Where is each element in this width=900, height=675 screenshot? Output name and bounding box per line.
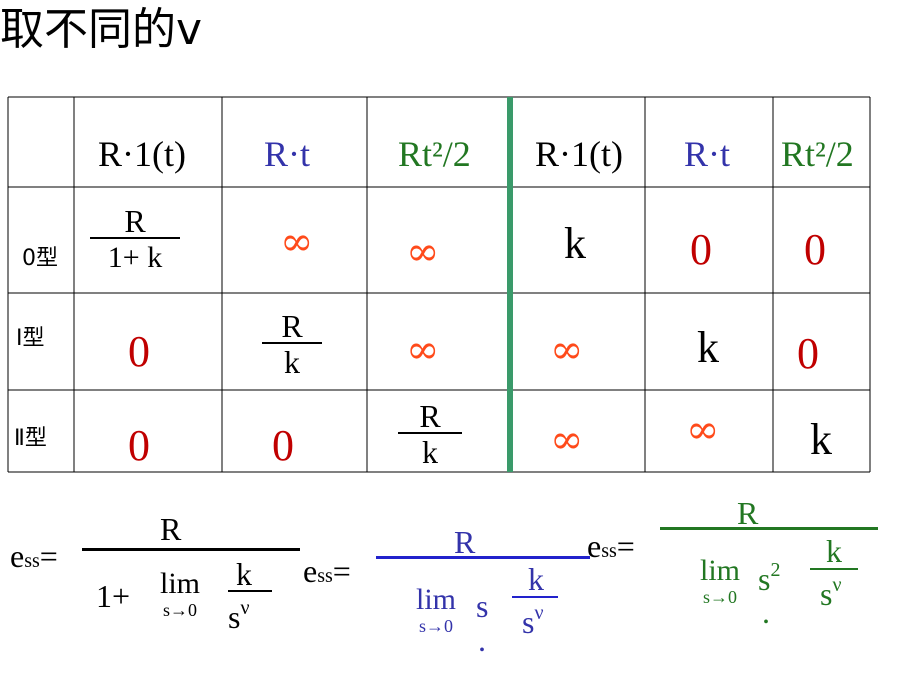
cell-value: 0	[797, 329, 819, 378]
fraction-r-over-k: R k	[262, 310, 322, 378]
cell-value: 0	[128, 327, 150, 376]
cell-value: 0	[690, 225, 712, 274]
cell-infinity: ∞	[686, 407, 720, 453]
cell-infinity: ∞	[550, 417, 584, 463]
cell-infinity: ∞	[406, 327, 440, 373]
cell-infinity: ∞	[280, 219, 314, 265]
header-parabola-left: Rt²/2	[398, 134, 471, 174]
limit: lim s→0	[160, 567, 201, 620]
numerator: R	[454, 524, 476, 560]
row-label-type2: Ⅱ型	[14, 426, 47, 451]
cell-infinity: ∞	[550, 327, 584, 373]
fraction-bar	[660, 527, 878, 530]
row-label-type0: 0型	[22, 246, 58, 271]
header-ramp-left: R·t	[264, 134, 311, 174]
cell-value: k	[810, 415, 832, 464]
fraction-bar	[82, 548, 300, 551]
row-label-type1: Ⅰ型	[16, 326, 45, 351]
header-ramp-right: R·t	[684, 134, 731, 174]
cell-value: k	[697, 323, 719, 372]
fraction-r-over-1plusk: R 1+ k	[90, 205, 180, 273]
fraction-r-over-k: R k	[398, 400, 462, 468]
header-parabola-right: Rt²/2	[781, 134, 854, 174]
header-step-left: R·1(t)	[98, 134, 186, 174]
cell-value: 0	[272, 421, 294, 470]
page-title: 取不同的v	[0, 4, 203, 55]
cell-value: 0	[128, 421, 150, 470]
cell-infinity: ∞	[406, 229, 440, 275]
limit: lim s→0	[416, 583, 457, 636]
numerator: R	[160, 511, 182, 547]
cell-value: 0	[804, 225, 826, 274]
limit: lim s→0	[700, 554, 741, 607]
header-step-right: R·1(t)	[535, 134, 623, 174]
cell-value: k	[564, 219, 586, 268]
numerator: R	[737, 495, 759, 531]
fraction-bar	[376, 556, 590, 559]
